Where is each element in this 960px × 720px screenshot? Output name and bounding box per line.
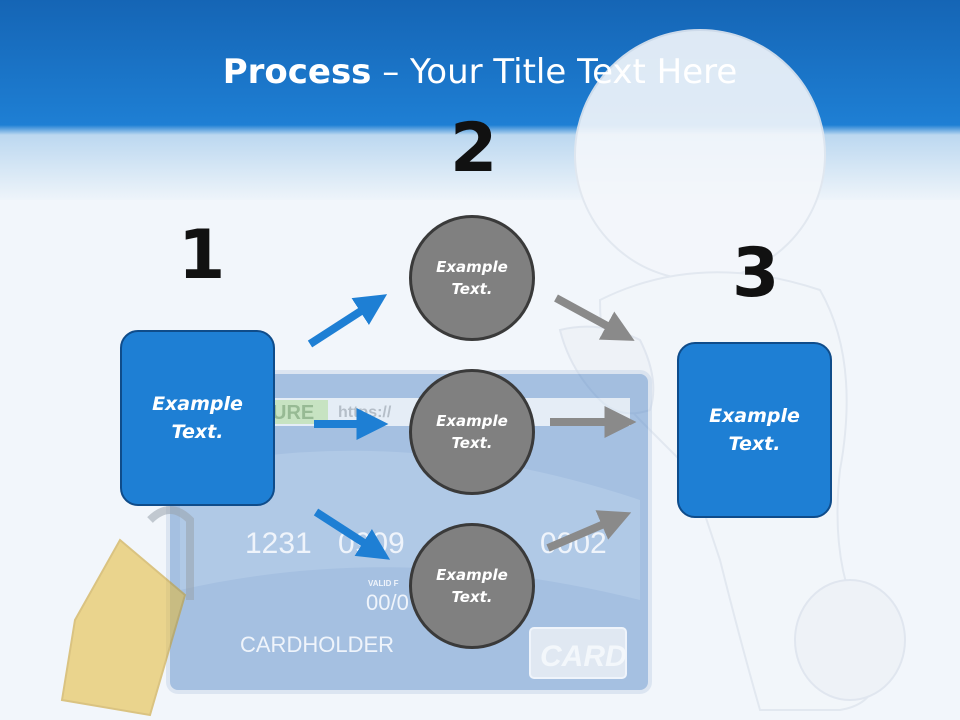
step-number-2: 2	[450, 109, 498, 188]
circle-text: Example Text.	[436, 565, 508, 607]
step-3-text: Example Text.	[709, 404, 800, 456]
step-2-circle-middle: Example Text.	[409, 369, 535, 495]
card-brand: CARD	[540, 640, 627, 673]
step-1-box: Example Text.	[120, 330, 275, 506]
step-number-1: 1	[178, 216, 226, 295]
arrow-icon	[313, 508, 391, 560]
card-holder: CARDHOLDER	[240, 632, 394, 657]
step-2-circle-top: Example Text.	[409, 215, 535, 341]
step-1-text: Example Text.	[152, 392, 243, 444]
card-number-a: 1231	[245, 527, 312, 560]
step-2-circle-bottom: Example Text.	[409, 523, 535, 649]
circle-text: Example Text.	[436, 411, 508, 453]
step-number-3: 3	[732, 234, 780, 313]
title-rest: – Your Title Text Here	[371, 52, 738, 92]
slide-title: Process – Your Title Text Here	[0, 52, 960, 92]
card-secure-label: URE	[272, 402, 314, 424]
arrow-icon	[554, 294, 635, 341]
title-bold: Process	[222, 52, 372, 92]
arrow-icon	[307, 294, 388, 348]
step-3-box: Example Text.	[677, 342, 832, 518]
arrow-icon	[546, 510, 632, 552]
card-valid-label: VALID F	[368, 579, 399, 588]
padlock-icon	[60, 506, 194, 717]
circle-text: Example Text.	[436, 257, 508, 299]
card-valid-date: 00/0	[366, 590, 409, 615]
